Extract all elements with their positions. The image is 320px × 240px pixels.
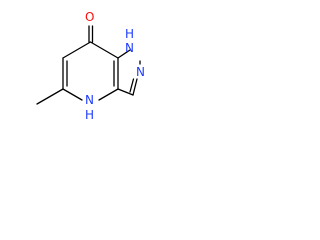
atom-oxygen: O: [85, 10, 94, 24]
bond-c7a-c7: [89, 41, 119, 59]
atom-nitrogen-4: N: [85, 93, 94, 107]
atom-nitrogen-2: N: [136, 65, 145, 79]
bond-c5-n4: [62, 88, 83, 101]
molecule-canvas: O H N N N H: [0, 0, 145, 135]
molecule-structure: O H N N N H: [36, 10, 145, 122]
atom-nitrogen-1: N: [125, 41, 134, 55]
bond-n2-c3-inner: [129, 78, 135, 93]
bond-c7-c6: [62, 41, 92, 59]
atom-nitrogen-1-h: H: [125, 27, 134, 41]
bond-c7a-n1: [117, 49, 131, 59]
bond-n2-c3: [132, 78, 138, 96]
atom-nitrogen-4-h: H: [85, 108, 94, 122]
bond-n4-c3a: [98, 88, 119, 101]
bond-c5-methyl: [36, 88, 64, 105]
bond-c3-c3a: [117, 88, 134, 96]
